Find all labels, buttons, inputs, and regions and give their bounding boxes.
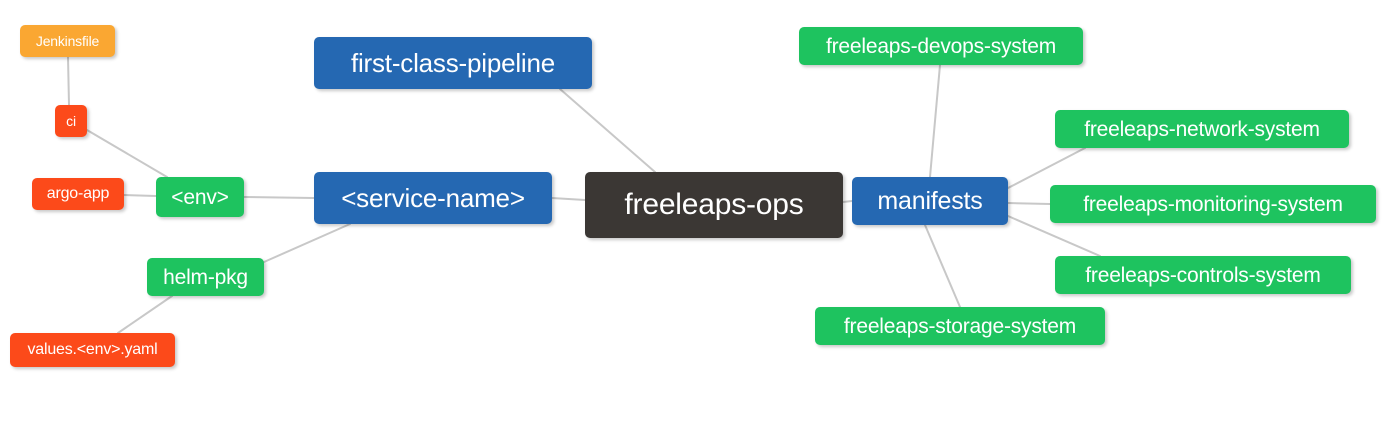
mindmap-node-freeleaps-controls-system[interactable]: freeleaps-controls-system <box>1055 256 1351 294</box>
mindmap-node-freeleaps-storage-system[interactable]: freeleaps-storage-system <box>815 307 1105 345</box>
mindmap-node-env[interactable]: <env> <box>156 177 244 217</box>
mindmap-node-freeleaps-network-system[interactable]: freeleaps-network-system <box>1055 110 1349 148</box>
edge-argo-app-to-env <box>123 194 157 197</box>
edge-jenkinsfile-to-ci <box>67 56 70 106</box>
edge-manifests-to-freeleaps-network-system <box>1007 147 1086 189</box>
mindmap-node-manifests[interactable]: manifests <box>852 177 1008 225</box>
edge-manifests-to-freeleaps-storage-system <box>924 224 961 308</box>
mindmap-node-service-name[interactable]: <service-name> <box>314 172 552 224</box>
edge-values-yaml-to-helm-pkg <box>117 295 173 334</box>
edge-env-to-service-name <box>243 196 315 199</box>
mindmap-node-argo-app[interactable]: argo-app <box>32 178 124 210</box>
mindmap-node-helm-pkg[interactable]: helm-pkg <box>147 258 264 296</box>
mindmap-node-jenkinsfile[interactable]: Jenkinsfile <box>20 25 115 57</box>
edge-helm-pkg-to-service-name <box>263 223 351 263</box>
mindmap-node-freeleaps-monitoring-system[interactable]: freeleaps-monitoring-system <box>1050 185 1376 223</box>
edge-manifests-to-freeleaps-devops-system <box>929 64 941 178</box>
mindmap-node-first-class-pipeline[interactable]: first-class-pipeline <box>314 37 592 89</box>
mindmap-node-freeleaps-devops-system[interactable]: freeleaps-devops-system <box>799 27 1083 65</box>
mindmap-node-values-yaml[interactable]: values.<env>.yaml <box>10 333 175 367</box>
edge-service-name-to-freeleaps-ops <box>551 197 586 201</box>
mindmap-node-freeleaps-ops[interactable]: freeleaps-ops <box>585 172 843 238</box>
edge-freeleaps-ops-to-manifests <box>842 200 853 203</box>
mindmap-node-ci[interactable]: ci <box>55 105 87 137</box>
edge-manifests-to-freeleaps-monitoring-system <box>1007 202 1051 205</box>
edge-first-class-pipeline-to-freeleaps-ops <box>559 88 656 173</box>
edge-ci-to-env <box>86 129 168 178</box>
